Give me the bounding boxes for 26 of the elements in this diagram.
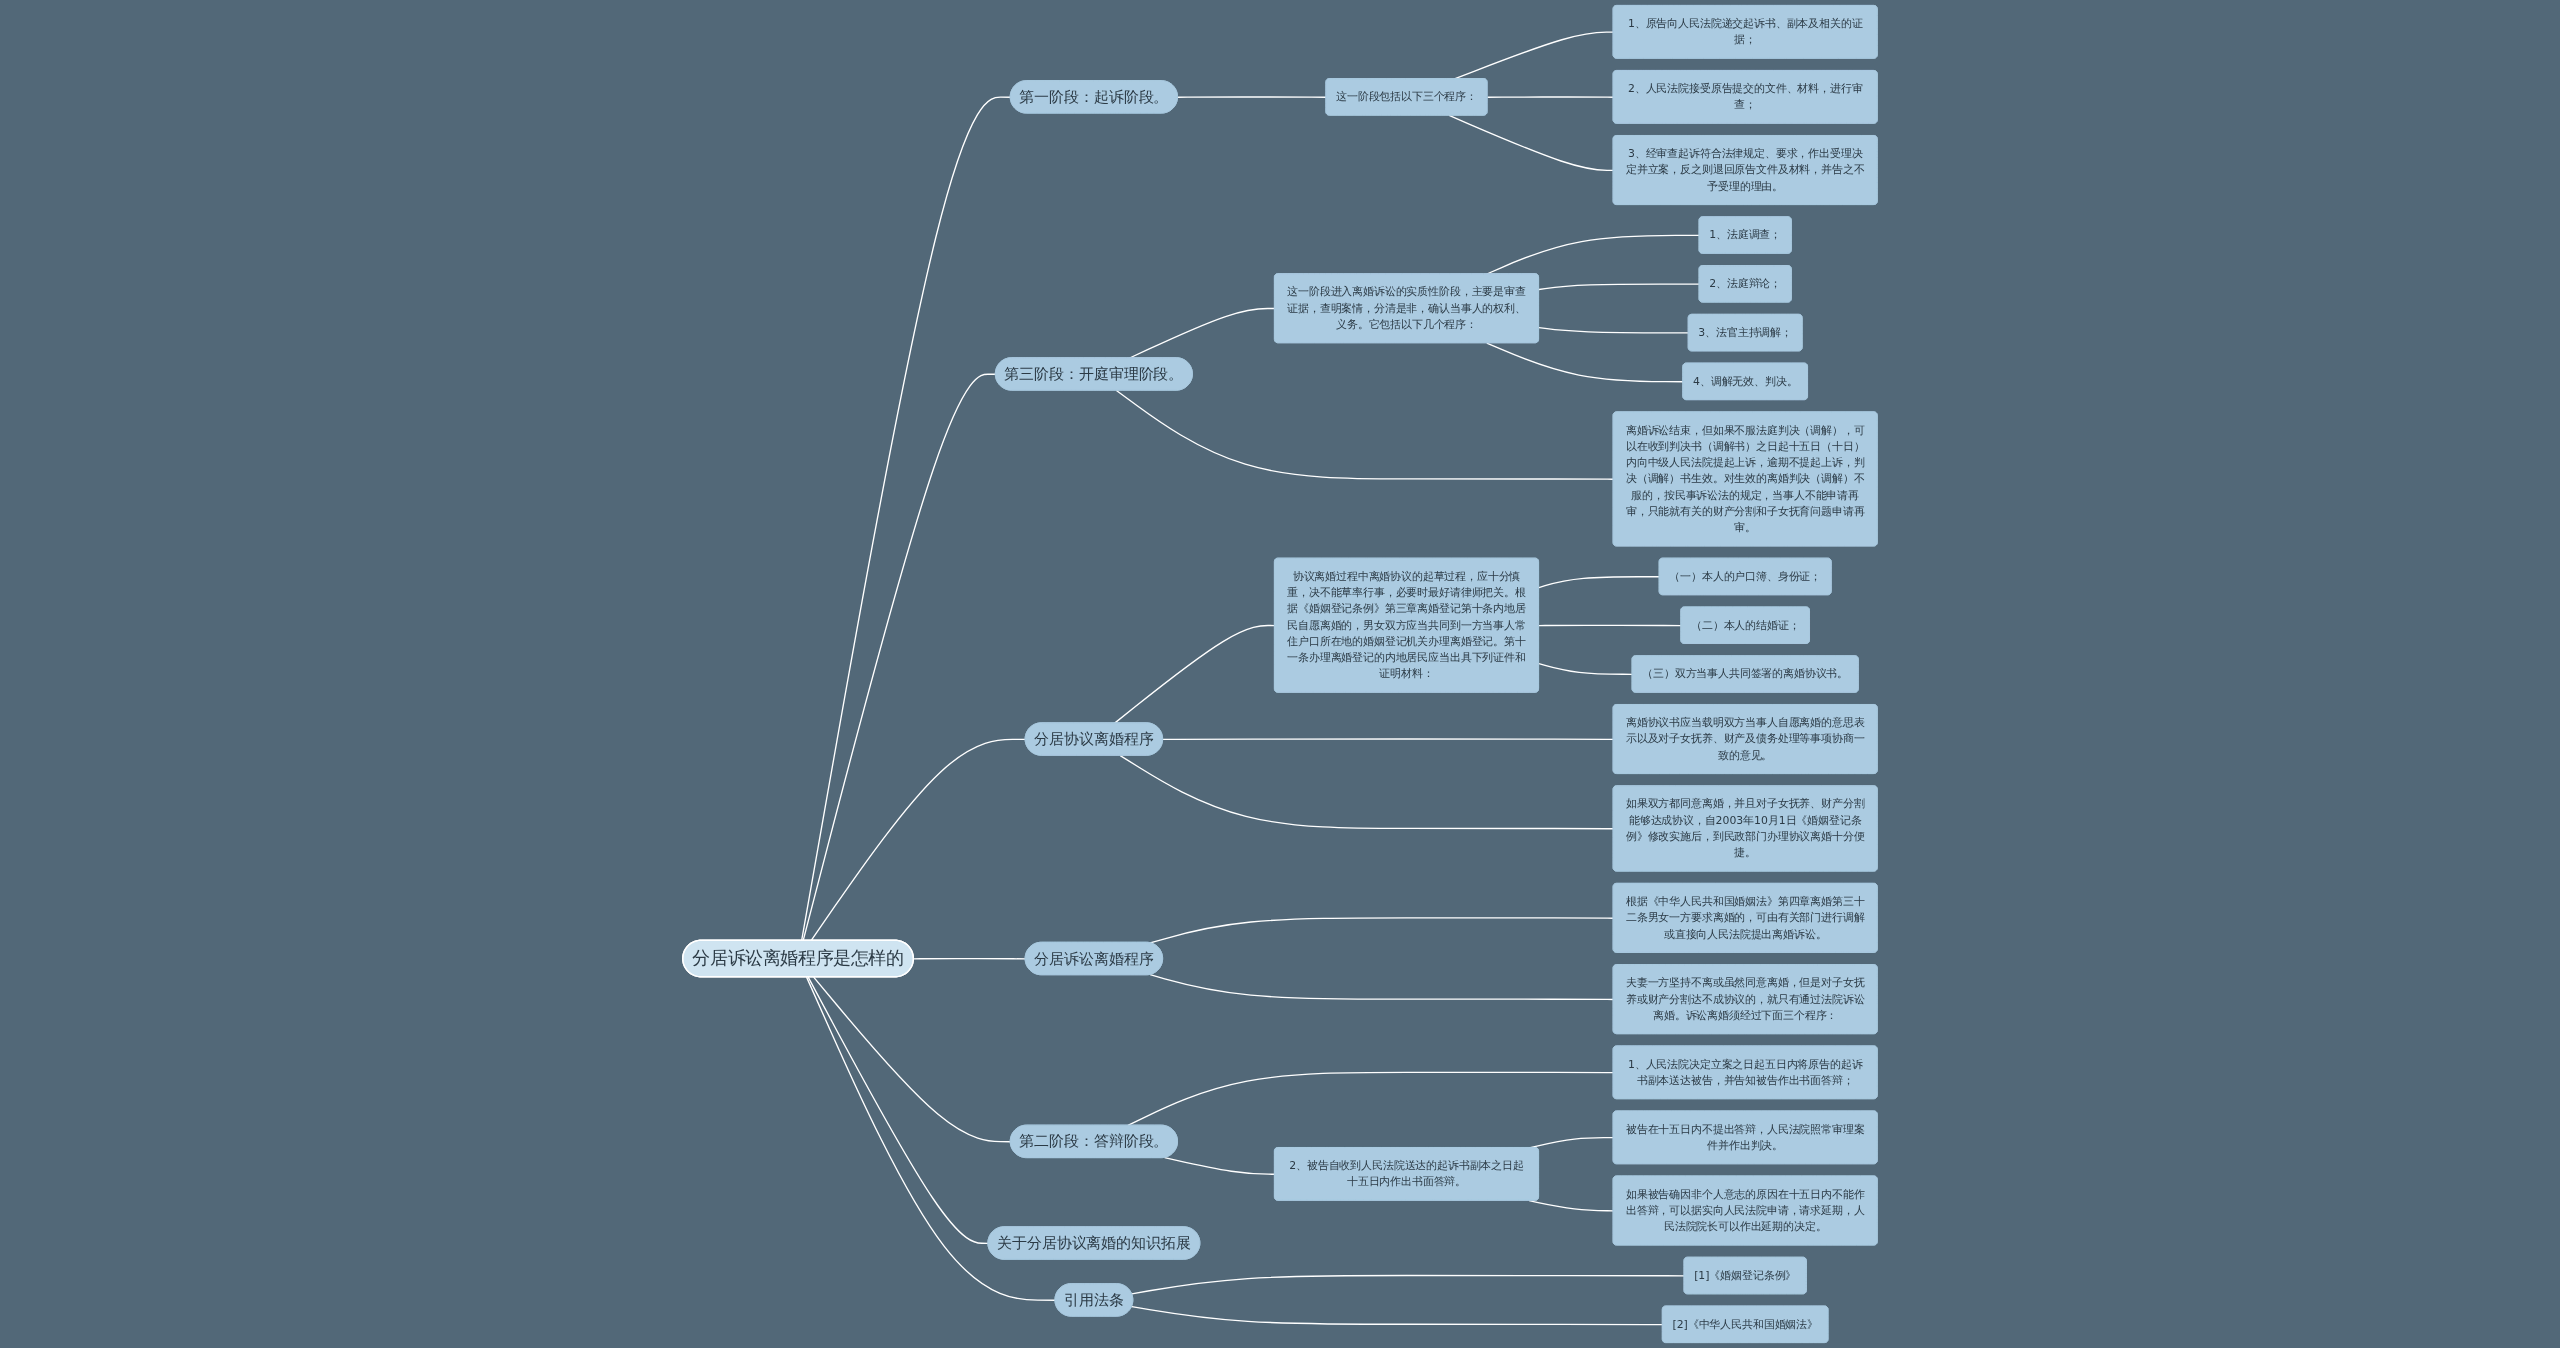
connector bbox=[807, 976, 989, 1244]
connector bbox=[1129, 307, 1276, 359]
connector bbox=[800, 96, 1012, 942]
connector bbox=[1448, 114, 1615, 172]
connector bbox=[802, 373, 997, 942]
connector bbox=[1538, 283, 1701, 291]
connector bbox=[1486, 342, 1684, 383]
connector bbox=[805, 976, 1056, 1301]
connector bbox=[1177, 96, 1327, 98]
connector bbox=[1162, 738, 1615, 741]
connector bbox=[1538, 624, 1682, 627]
connector bbox=[1538, 662, 1634, 675]
connector bbox=[1163, 1157, 1276, 1175]
connector bbox=[1131, 1305, 1664, 1326]
connector bbox=[1486, 96, 1615, 98]
connector bbox=[1114, 624, 1276, 724]
connector bbox=[1131, 1274, 1685, 1295]
connector bbox=[810, 738, 1027, 942]
connector bbox=[1538, 326, 1690, 334]
connector bbox=[1127, 1071, 1615, 1127]
connector bbox=[913, 957, 1027, 960]
connector bbox=[1538, 576, 1661, 589]
connector bbox=[812, 976, 1012, 1143]
connector bbox=[1115, 389, 1615, 480]
connector bbox=[1119, 754, 1615, 830]
connector bbox=[1149, 917, 1615, 944]
